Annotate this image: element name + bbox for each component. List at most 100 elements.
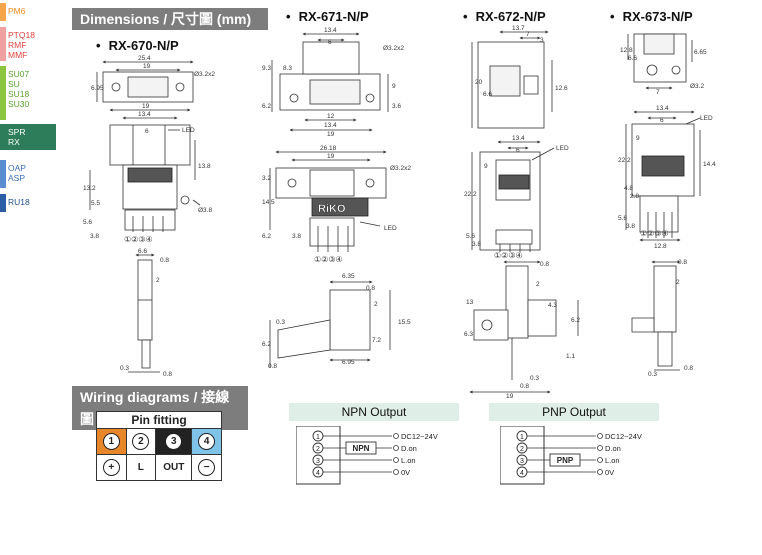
rx670-dim-h5: 3.8 xyxy=(90,233,99,240)
sidebar-item-label: PM6 xyxy=(8,6,26,16)
wire-label: D.on xyxy=(605,444,621,453)
rx671-side-s3: 2 xyxy=(374,301,378,308)
rx670-side-b1: 0.3 xyxy=(120,365,129,372)
wire-label: L.on xyxy=(401,456,416,465)
rx671-front-h4: 3.8 xyxy=(292,233,301,240)
rx671-side-s5: 0.3 xyxy=(276,319,285,326)
rx673-front-h4: 4.8 xyxy=(624,185,633,192)
rx671-front-h2: 14.5 xyxy=(262,199,275,206)
rx673-side-view xyxy=(631,260,681,371)
rx673-front-view xyxy=(625,110,701,242)
rx670-led-label: LED xyxy=(182,127,195,134)
rx671-side-s6: 6.2 xyxy=(262,341,271,348)
rx672-side-view xyxy=(469,260,579,394)
rx670-dim-top-width: 25.4 xyxy=(138,55,151,62)
rx673-dim-h3: 6.65 xyxy=(694,49,707,56)
dimension-drawings: 25.4 19 Ø3.2x2 6.95 19 13.4 6 LED 13.8 1… xyxy=(83,25,716,400)
terminal-number: 1 xyxy=(520,434,524,441)
rx670-front-view xyxy=(89,108,201,232)
output-terminal xyxy=(393,457,399,463)
rx672-side-s10: 19 xyxy=(506,393,514,400)
rx672-top-view xyxy=(471,30,553,129)
rx672-side-s3: 13 xyxy=(466,299,474,306)
pnp-output-heading: PNP Output xyxy=(489,403,659,421)
sidebar-item-ru18[interactable]: RU18 xyxy=(0,194,56,212)
model-rx672-title: RX-672-N/P xyxy=(463,9,546,24)
sidebar-item-label: MMF xyxy=(8,50,28,60)
rx672-front-w2: 6 xyxy=(516,147,520,154)
rx670-dim-hole2: Ø3.8 xyxy=(198,207,212,214)
rx672-side-s2: 2 xyxy=(536,281,540,288)
sidebar-item-label: ASP xyxy=(8,173,26,183)
sidebar-item-label: SU18 xyxy=(8,89,30,99)
terminal-number: 4 xyxy=(316,470,320,477)
rx672-front-h3: 5.6 xyxy=(466,233,475,240)
sidebar-item-pm6[interactable]: PM6 xyxy=(0,3,56,21)
wire-label: DC12~24V xyxy=(605,432,642,441)
pin-fitting-title: Pin fitting xyxy=(96,411,222,429)
rx671-dim-h5: 3.6 xyxy=(392,103,401,110)
pnp-output-box xyxy=(549,453,581,467)
rx671-side-s9: 6.95 xyxy=(342,359,355,366)
pin-number-cell: 1 xyxy=(96,428,127,455)
pin-function-label: + xyxy=(102,459,120,476)
rx671-dim-w2: 6 xyxy=(328,39,332,46)
rx672-side-s4: 4.3 xyxy=(548,302,557,309)
riko-brand-logo: RiKO xyxy=(318,203,346,215)
dimensions-heading: Dimensions / 尺寸圖 (mm) xyxy=(72,8,268,30)
sidebar-item-label: SU30 xyxy=(8,99,30,109)
rx670-dim-h1: 13.8 xyxy=(198,163,211,170)
rx670-dim-front-w1: 19 xyxy=(142,103,150,110)
rx673-front-h3: 14.4 xyxy=(703,161,716,168)
pin-function-cell: − xyxy=(191,454,222,481)
rx670-pin-numbers: ①②③④ xyxy=(124,235,153,244)
rx670-dim-hole: Ø3.2x2 xyxy=(194,71,215,78)
npn-output-box xyxy=(345,441,377,455)
pin-number: 3 xyxy=(165,433,183,450)
rx670-dim-h2: 13.2 xyxy=(83,185,96,192)
sidebar-color-bar xyxy=(0,27,6,61)
rx672-front-h4: 3.8 xyxy=(472,241,481,248)
rx672-front-view xyxy=(471,140,555,252)
rx671-side-s1: 6.35 xyxy=(342,273,355,280)
pnp-box-label: PNP xyxy=(557,456,574,465)
rx672-side-s8: 0.3 xyxy=(530,375,539,382)
pin-number-cell: 3 xyxy=(155,428,193,455)
rx673-dim-h2: 6.6 xyxy=(628,55,637,62)
terminal-number: 4 xyxy=(520,470,524,477)
pin-function-label: OUT xyxy=(163,462,185,473)
sidebar-color-bar xyxy=(0,160,6,188)
output-terminal xyxy=(597,433,603,439)
terminal-number: 2 xyxy=(316,446,320,453)
rx673-dim-w1: 7 xyxy=(656,89,660,96)
rx671-side-s4: 15.5 xyxy=(398,319,411,326)
sidebar-item-label: RU18 xyxy=(8,197,30,207)
rx670-dim-h4: 5.6 xyxy=(83,219,92,226)
rx673-dim-hole: Ø3.2 xyxy=(690,83,704,90)
wire-label: DC12~24V xyxy=(401,432,438,441)
rx671-front-h3: 6.2 xyxy=(262,233,271,240)
rx673-led-label: LED xyxy=(700,115,713,122)
sidebar-item-label: RX xyxy=(8,137,20,147)
pin-number-cell: 4 xyxy=(191,428,222,455)
rx671-front-view xyxy=(269,150,387,252)
output-terminal xyxy=(393,469,399,475)
rx671-top-view xyxy=(271,32,389,132)
rx672-dim-h1: 20 xyxy=(475,79,483,86)
wire-label: 0V xyxy=(401,468,410,477)
rx671-front-h1: 3.2 xyxy=(262,175,271,182)
rx671-pin-numbers: ①②③④ xyxy=(314,255,343,264)
rx673-side-s4: 0.8 xyxy=(684,365,693,372)
pin-function-cell: + xyxy=(96,454,127,481)
rx670-dim-left: 6.95 xyxy=(91,85,104,92)
rx673-front-h5: 2.8 xyxy=(630,193,639,200)
rx670-top-view xyxy=(96,60,194,103)
